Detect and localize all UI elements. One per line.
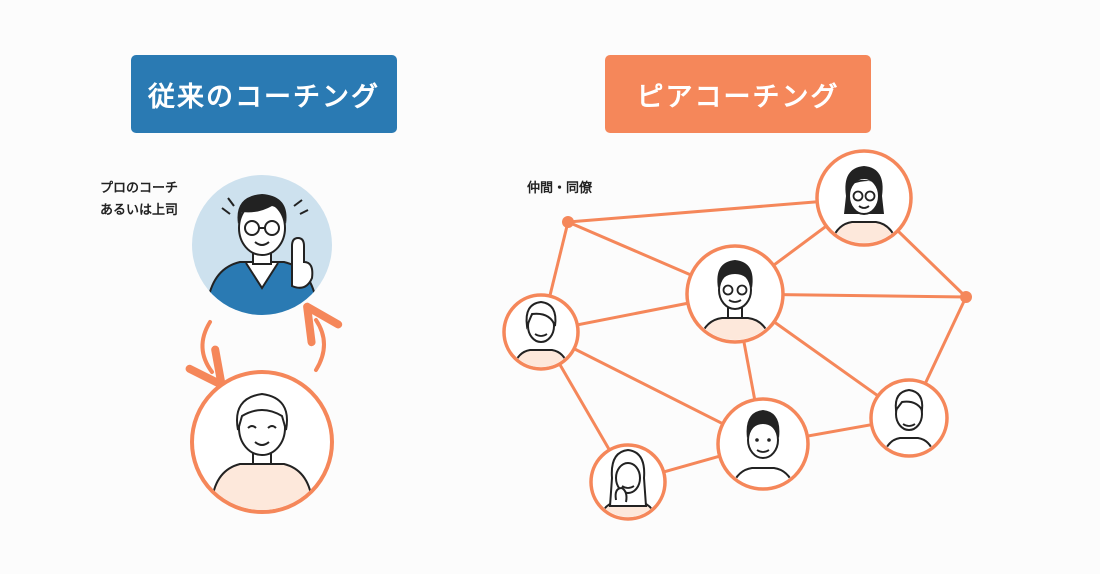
network-node-icon [562, 216, 574, 228]
cycle-arrow-icon [185, 320, 226, 389]
coach-label: プロのコーチ あるいは上司 [100, 178, 178, 222]
peer-avatar-icon [815, 149, 913, 247]
coach-label-line1: プロのコーチ [100, 181, 179, 196]
peer-coaching-title: ピアコーチング [605, 55, 871, 133]
cycle-arrow-icon [303, 302, 343, 372]
traditional-coaching-title: 従来のコーチング [131, 55, 397, 133]
peer-label: 仲間・同僚 [527, 181, 593, 196]
coachee-avatar-icon [190, 370, 334, 514]
coach-label-line2: あるいは上司 [100, 203, 179, 218]
peer-avatar-icon [716, 397, 810, 491]
coach-avatar-icon [192, 175, 332, 315]
peer-avatar-icon [589, 443, 667, 521]
peer-avatar-icon [502, 293, 580, 371]
network-node-icon [960, 291, 972, 303]
peer-avatar-icon [869, 378, 949, 458]
peer-avatar-icon [685, 244, 785, 344]
